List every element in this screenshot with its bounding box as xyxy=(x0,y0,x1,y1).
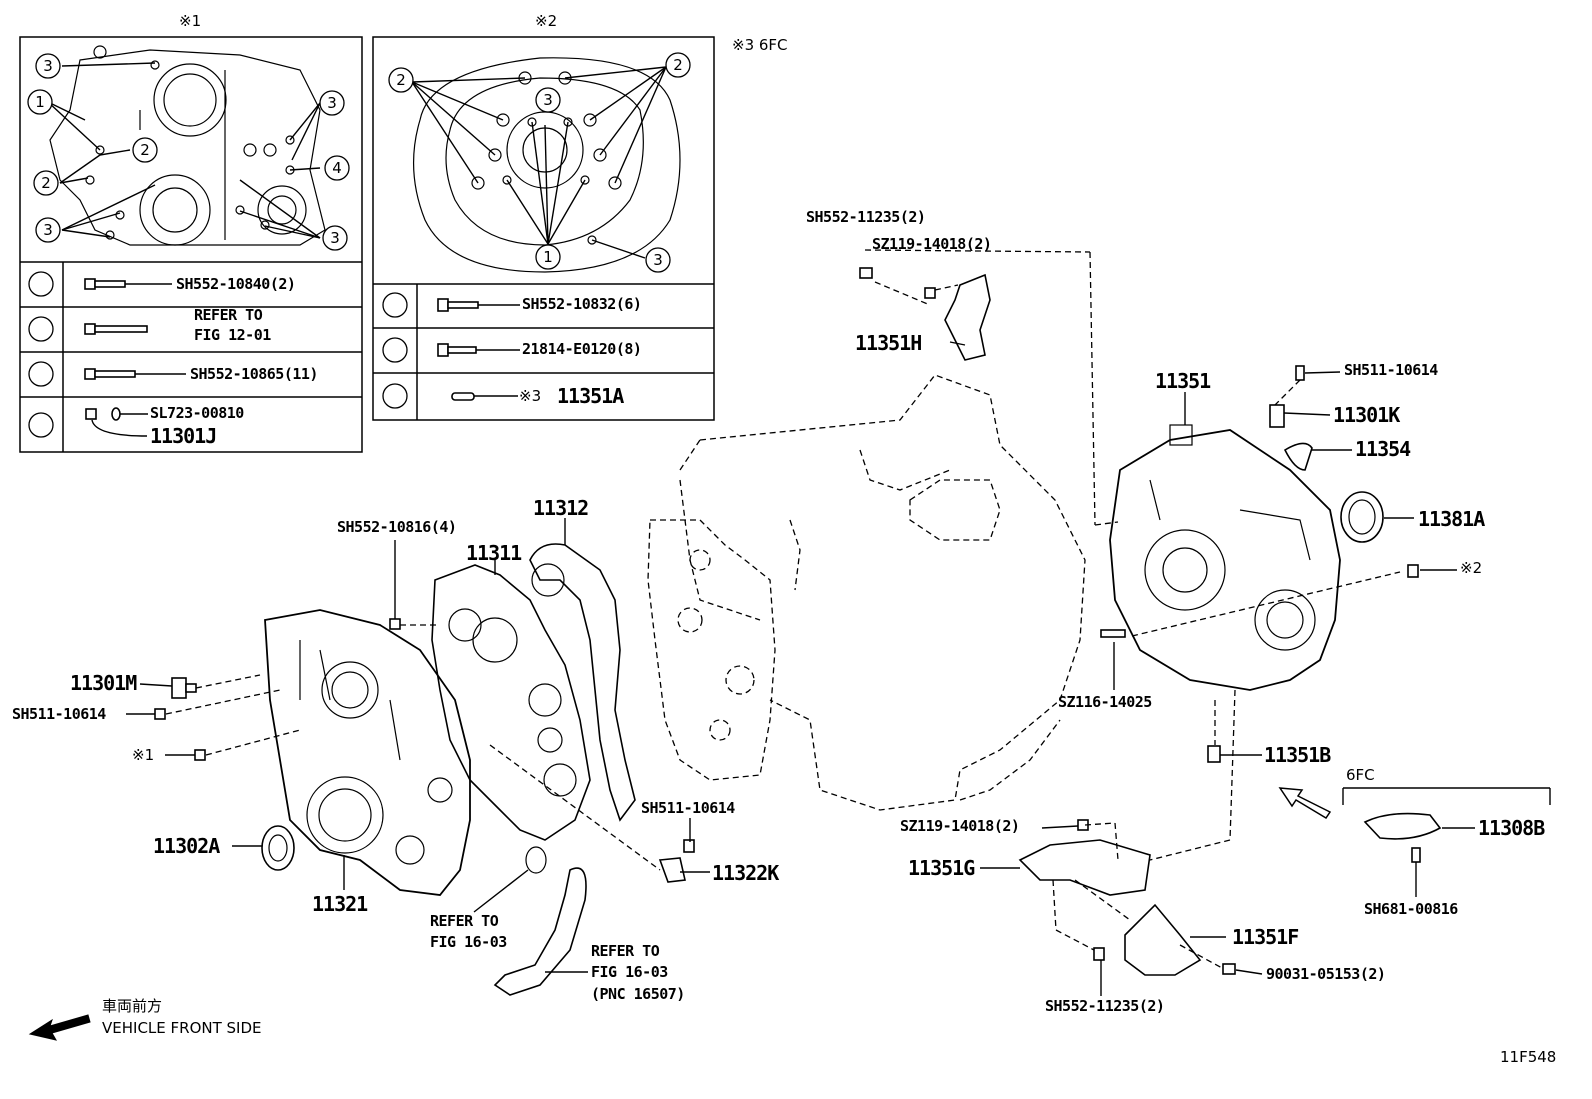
svg-text:3: 3 xyxy=(330,229,340,247)
svg-text:2: 2 xyxy=(673,56,683,74)
svg-text:2: 2 xyxy=(140,141,150,159)
label-sh511-10614-left: SH511-10614 xyxy=(12,705,106,723)
direction-jp: 車両前方 xyxy=(102,997,163,1015)
label-11312: 11312 xyxy=(533,496,589,520)
bracket-6fc xyxy=(1342,787,1551,805)
svg-text:2: 2 xyxy=(396,71,406,89)
inset2-row3-label: 11351A xyxy=(557,384,624,408)
inset2-callouts: 2 2 3 1 3 xyxy=(388,52,691,273)
svg-text:3: 3 xyxy=(327,94,337,112)
bracket-11351G xyxy=(1018,819,1151,896)
cover-11308B xyxy=(1363,812,1442,863)
seal-11302A xyxy=(261,825,295,871)
figure-id: 11F548 xyxy=(1500,1048,1557,1066)
label-11354: 11354 xyxy=(1355,437,1411,461)
svg-text:3: 3 xyxy=(543,91,553,109)
label-11308B: 11308B xyxy=(1478,816,1545,840)
label-11322K: 11322K xyxy=(712,861,779,885)
inset1-row1-label: SH552-10840(2) xyxy=(176,275,296,293)
label-11381A: 11381A xyxy=(1418,507,1485,531)
inset1-row3-label: SH552-10865(11) xyxy=(190,365,318,383)
label-90031-05153: 90031-05153(2) xyxy=(1266,965,1386,983)
label-6fc: 6FC xyxy=(1346,766,1375,784)
label-sz119-14018-bot: SZ119-14018(2) xyxy=(900,817,1020,835)
inset2-row1-label: SH552-10832(6) xyxy=(522,295,642,313)
svg-text:3: 3 xyxy=(43,221,53,239)
label-refer2-line3: (PNC 16507) xyxy=(591,985,685,1003)
label-11311: 11311 xyxy=(466,541,522,565)
direction-en: VEHICLE FRONT SIDE xyxy=(102,1019,262,1037)
label-11351H: 11351H xyxy=(855,331,922,355)
inset1-table-markers xyxy=(28,271,54,438)
hose-16507 xyxy=(493,867,587,996)
inset1-callouts: 3 1 2 2 3 3 4 3 xyxy=(27,53,350,251)
label-11351G: 11351G xyxy=(908,856,975,880)
o-ring xyxy=(525,846,547,874)
inset2-row2-label: 21814-E0120(8) xyxy=(522,340,642,358)
inset1-row2-label1: REFER TO xyxy=(194,306,263,324)
inset1-row4-label: SL723-00810 xyxy=(150,404,244,422)
inset2-leaders xyxy=(411,66,667,259)
inset1-box xyxy=(19,36,363,453)
label-11351B: 11351B xyxy=(1264,743,1331,767)
inset1-row4-label2: 11301J xyxy=(150,424,217,448)
plate-11351F xyxy=(1124,903,1202,976)
seal-11381A xyxy=(1340,491,1384,543)
label-sh552-11235-top: SH552-11235(2) xyxy=(806,208,926,226)
label-11351F: 11351F xyxy=(1232,925,1299,949)
arrow-to-6fc xyxy=(1278,787,1332,820)
inset2-table-markers xyxy=(382,292,408,409)
bracket-11322K xyxy=(658,839,695,883)
label-sh552-10816: SH552-10816(4) xyxy=(337,518,457,536)
leader-lines xyxy=(126,341,1475,996)
label-11301M: 11301M xyxy=(70,671,137,695)
label-ref2: ※2 xyxy=(1460,559,1483,577)
svg-text:3: 3 xyxy=(653,251,663,269)
gasket-11354 xyxy=(1283,442,1313,471)
inset1-drawing xyxy=(49,45,326,246)
label-sh552-11235-bot: SH552-11235(2) xyxy=(1045,997,1165,1015)
fasteners xyxy=(154,564,1419,975)
bracket-11351H xyxy=(859,267,991,361)
label-ref1: ※1 xyxy=(132,746,155,764)
label-11302A: 11302A xyxy=(153,834,220,858)
label-sh681-00816: SH681-00816 xyxy=(1364,900,1458,918)
svg-text:3: 3 xyxy=(43,57,53,75)
label-sz119-14018-top: SZ119-14018(2) xyxy=(872,235,992,253)
note-3: ※3 6FC xyxy=(732,36,788,54)
label-sh511-10614-right: SH511-10614 xyxy=(1344,361,1438,379)
label-sz116-14025: SZ116-14025 xyxy=(1058,693,1152,711)
label-refer1-line2: FIG 16-03 xyxy=(430,933,507,951)
label-refer1-line1: REFER TO xyxy=(430,912,499,930)
flywheel-housing-11351 xyxy=(1109,424,1341,691)
inset1-header: ※1 xyxy=(179,12,202,30)
timing-case-gasket-dashed xyxy=(647,519,776,781)
inset1-leaders xyxy=(47,62,321,239)
svg-text:1: 1 xyxy=(35,93,45,111)
sensor-11301M xyxy=(171,677,197,699)
inset2-table-bolts xyxy=(437,298,520,401)
inset2-box xyxy=(372,36,715,421)
label-refer2-line1: REFER TO xyxy=(591,942,660,960)
svg-text:4: 4 xyxy=(332,159,342,177)
plate-11311 xyxy=(431,564,591,841)
inset1-row2-label2: FIG 12-01 xyxy=(194,326,271,344)
timing-cover-11321 xyxy=(264,609,471,896)
inset2-row3-prefix: ※3 xyxy=(519,387,542,405)
engine-block-outline xyxy=(679,374,1086,811)
inset2-header: ※2 xyxy=(535,12,558,30)
svg-text:1: 1 xyxy=(543,248,553,266)
front-arrow-icon xyxy=(28,1014,91,1041)
sensor-11301K xyxy=(1269,365,1305,428)
label-11301K: 11301K xyxy=(1333,403,1400,427)
gasket-11312 xyxy=(529,543,636,822)
label-11351: 11351 xyxy=(1155,369,1211,393)
label-refer2-line2: FIG 16-03 xyxy=(591,963,668,981)
svg-text:2: 2 xyxy=(41,174,51,192)
assembly-lines xyxy=(165,249,1401,969)
inset1-table-bolts xyxy=(84,278,186,437)
label-11321: 11321 xyxy=(312,892,368,916)
label-sh511-10614-mid: SH511-10614 xyxy=(641,799,735,817)
